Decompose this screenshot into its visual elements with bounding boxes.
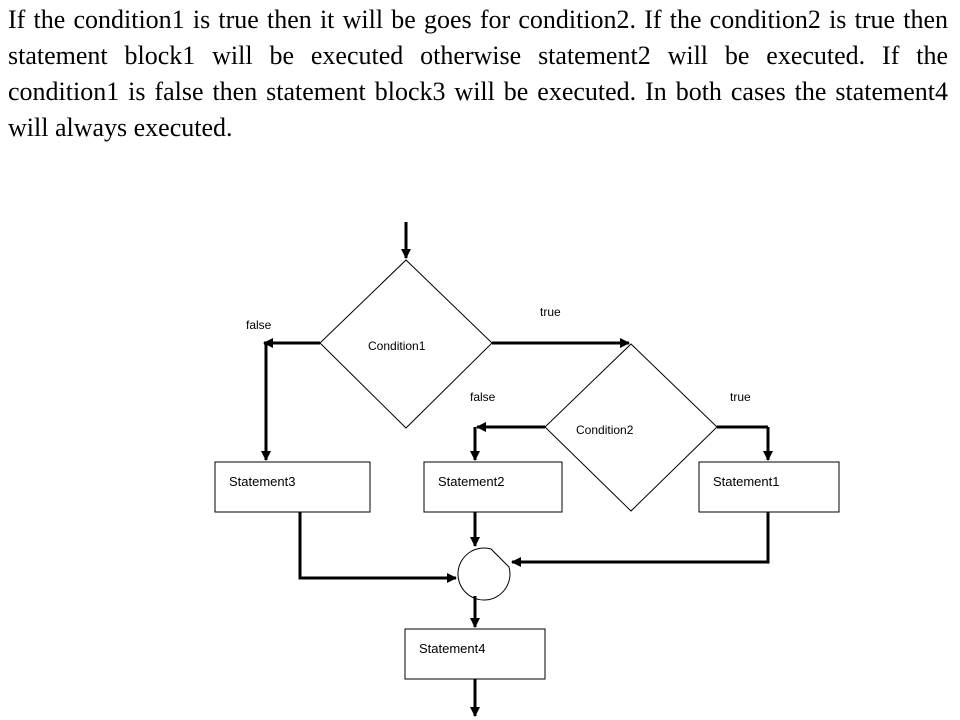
condition1-diamond — [319, 259, 493, 429]
statement4-label: Statement4 — [419, 641, 486, 656]
cond1-false-label: false — [246, 318, 272, 332]
statement2-label: Statement2 — [438, 474, 505, 489]
description-paragraph: If the condition1 is true then it will b… — [8, 5, 948, 142]
cond2-false-label: false — [470, 390, 496, 404]
statement1-label: Statement1 — [713, 474, 780, 489]
statement3-label: Statement3 — [229, 474, 296, 489]
statement4-box — [404, 628, 546, 680]
merge-connector — [457, 547, 511, 601]
condition1-label: Condition1 — [368, 339, 426, 353]
statement2-box — [423, 461, 563, 513]
cond1-true-label: true — [540, 305, 561, 319]
statement1-to-merge-arrow — [511, 512, 770, 567]
condition2-label: Condition2 — [576, 423, 634, 437]
cond2-true-label: true — [730, 390, 751, 404]
statement3-to-merge-arrow — [298, 512, 457, 583]
statement1-box — [698, 461, 840, 513]
statement3-box — [214, 461, 371, 513]
condition2-diamond — [544, 343, 718, 512]
